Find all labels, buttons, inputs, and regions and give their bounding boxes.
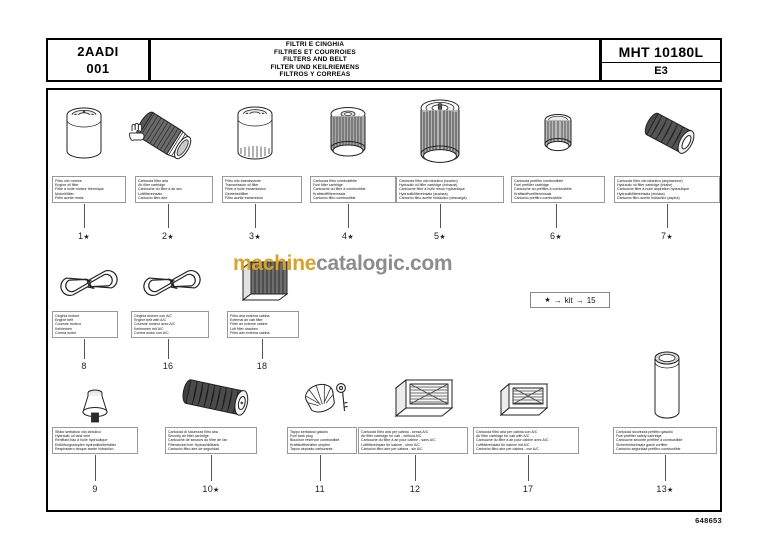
- header-model-block: MHT 10180L E3: [602, 40, 720, 80]
- kit-label: kit: [564, 295, 573, 305]
- kit-number: 15: [586, 295, 596, 305]
- part-label-9: Sfiato serbatoio olio idraulico Hydrauli…: [52, 427, 138, 454]
- leader-line-13: [665, 455, 666, 481]
- model-divider: [602, 61, 720, 63]
- leader-line-10: [211, 455, 212, 481]
- part-illustration-11: [299, 378, 355, 424]
- model-name: MHT 10180L: [618, 43, 704, 60]
- part-illustration-2: [128, 106, 200, 166]
- kit-star-icon: ★: [544, 297, 551, 304]
- part-number-11: 11: [315, 484, 325, 494]
- model-variant: E3: [654, 64, 668, 77]
- kit-legend-box: ★ → kit → 15: [530, 292, 610, 308]
- part-illustration-5: [415, 98, 465, 168]
- part-number-6: 6★: [550, 231, 562, 241]
- part-number-7: 7★: [661, 231, 673, 241]
- star-marker-1: ★: [83, 234, 90, 241]
- part-label-10: Cartuccia di sicurezza filtro aria Secur…: [165, 427, 257, 454]
- header-title-en: FILTERS AND BELT: [283, 56, 347, 64]
- part-illustration-13: [650, 348, 684, 426]
- part-number-16: 16: [162, 361, 174, 371]
- part-label-2: Cartuccia filtro aria Air filter cartrid…: [135, 176, 213, 203]
- kit-arrow-2-icon: →: [575, 295, 584, 305]
- leader-line-8: [84, 339, 85, 359]
- part-number-18: 18: [256, 361, 268, 371]
- part-illustration-3: [233, 102, 277, 166]
- part-illustration-7: [638, 110, 704, 158]
- part-number-2: 2★: [162, 231, 174, 241]
- leader-line-9: [95, 455, 96, 481]
- header-code-top: 2AADI: [77, 44, 119, 59]
- star-marker-13: ★: [667, 487, 674, 494]
- header-title-fr: FILTRES ET COURROIES: [274, 48, 356, 56]
- part-label-6: Cartuccia prefiltro combustibile Fuel pr…: [511, 176, 605, 203]
- header-title-de: FILTER UND KEILRIEMENS: [270, 63, 360, 71]
- leader-line-6: [556, 204, 557, 228]
- leader-line-3: [255, 204, 256, 228]
- leader-line-1: [84, 204, 85, 228]
- part-illustration-10: [175, 379, 261, 424]
- leader-line-16: [168, 339, 169, 359]
- part-number-12: 12: [409, 484, 421, 494]
- part-illustration-16: [143, 262, 201, 304]
- part-number-4: 4★: [342, 231, 354, 241]
- leader-line-17: [528, 455, 529, 481]
- part-label-4: Cartuccia filtro combustibile Fuel filte…: [310, 176, 396, 203]
- page-header: 2AADI 001 FILTRI E CINGHIA FILTRES ET CO…: [46, 38, 722, 82]
- part-label-3: Filtro olio trasmissione Transmission oi…: [222, 176, 302, 203]
- kit-arrow-1-icon: →: [553, 295, 562, 305]
- part-number-3: 3★: [249, 231, 261, 241]
- part-label-5: Cartuccia filtro olio idraulico (scarico…: [396, 176, 504, 203]
- document-number: 648653: [695, 516, 722, 525]
- part-number-13: 13★: [656, 484, 674, 494]
- header-code-block: 2AADI 001: [48, 40, 151, 80]
- part-illustration-1: [62, 103, 106, 165]
- part-illustration-18: [237, 258, 293, 308]
- leader-line-5: [440, 204, 441, 228]
- header-title-block: FILTRI E CINGHIA FILTRES ET COURROIES FI…: [151, 40, 602, 80]
- star-marker-5: ★: [439, 234, 446, 241]
- part-number-8: 8: [81, 361, 87, 371]
- star-marker-10: ★: [213, 487, 220, 494]
- part-illustration-12: [392, 376, 458, 426]
- part-illustration-17: [497, 379, 553, 423]
- leader-line-18: [262, 339, 263, 359]
- part-label-18: Filtro aria esterna cabina External air …: [227, 311, 299, 338]
- part-illustration-8: [60, 262, 118, 304]
- header-code-bottom: 001: [86, 61, 110, 76]
- part-label-11: Tappo serbatoio gasolio Fuel tank plug B…: [287, 427, 357, 454]
- star-marker-7: ★: [666, 234, 673, 241]
- leader-line-11: [320, 455, 321, 481]
- leader-line-12: [415, 455, 416, 481]
- header-title-es: FILTROS Y CORREAS: [279, 71, 351, 79]
- part-label-12: Cartuccia filtro aria per cabina - senza…: [358, 427, 468, 454]
- part-number-17: 17: [522, 484, 534, 494]
- part-label-13: Cartuccia sicurezza prefiltro gasolio Fu…: [613, 427, 717, 454]
- star-marker-3: ★: [254, 234, 261, 241]
- leader-line-4: [348, 204, 349, 228]
- part-number-5: 5★: [434, 231, 446, 241]
- header-title-it: FILTRI E CINGHIA: [285, 41, 345, 49]
- leader-line-2: [168, 204, 169, 228]
- leader-line-7: [667, 204, 668, 228]
- part-label-7: Cartuccia filtro olio idraulico (aspiraz…: [614, 176, 720, 203]
- part-number-1: 1★: [78, 231, 90, 241]
- part-label-17: Cartuccia filtro aria per cabina con A/C…: [473, 427, 579, 454]
- part-number-9: 9: [92, 484, 98, 494]
- part-label-1: Filtro olio motore Engine oil filter Fil…: [52, 176, 126, 203]
- part-illustration-9: [78, 386, 112, 424]
- star-marker-6: ★: [555, 234, 562, 241]
- part-number-10: 10★: [202, 484, 220, 494]
- star-marker-4: ★: [347, 234, 354, 241]
- part-illustration-6: [538, 110, 578, 158]
- part-illustration-4: [325, 104, 371, 162]
- part-label-8: Cinghia motore Engine belt Courroie mote…: [52, 311, 118, 338]
- part-label-16: Cinghia motore con A/C Engine belt with …: [131, 311, 209, 338]
- star-marker-2: ★: [167, 234, 174, 241]
